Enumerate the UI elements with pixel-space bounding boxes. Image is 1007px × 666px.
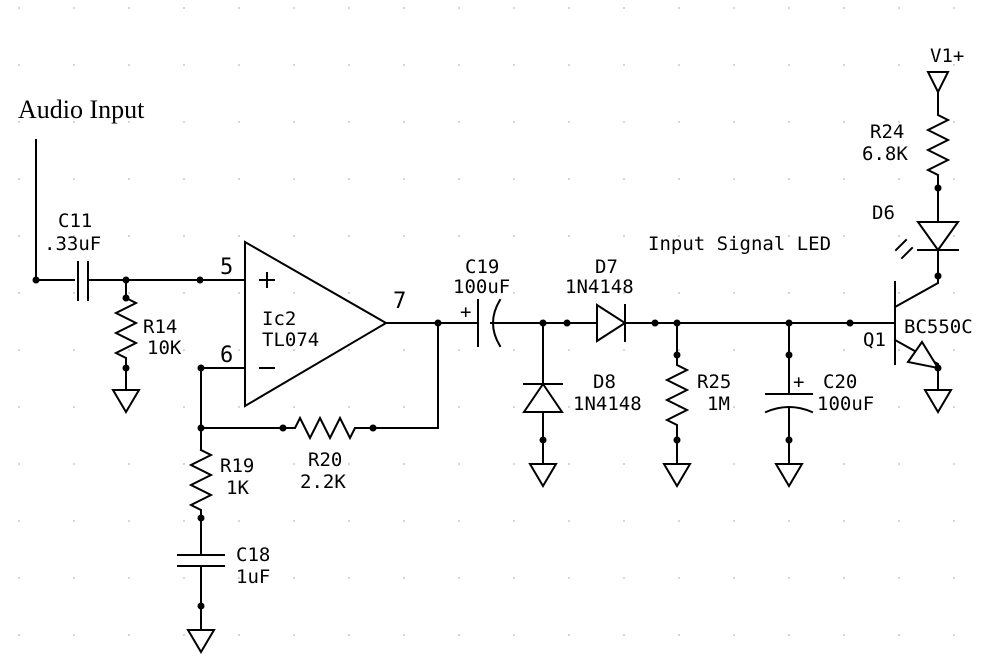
d7-ref-label: D7: [595, 256, 618, 278]
c19-ref-label: C19: [465, 256, 499, 278]
c20-polarity-mark: +: [793, 371, 804, 393]
r20-value-label: 2.2K: [300, 471, 346, 493]
supply-arrow-icon: [926, 71, 950, 101]
q1-ref-label: Q1: [863, 329, 886, 351]
resistor-r25: [664, 322, 690, 465]
inverting-input-wire: [197, 364, 246, 451]
ground-symbol-r14: [111, 389, 141, 414]
c20-ref-label: C20: [823, 371, 857, 393]
supply-label: V1+: [930, 45, 964, 67]
pin-7-label: 7: [393, 289, 406, 314]
r25-value-label: 1M: [707, 393, 730, 415]
ground-symbol-q1: [923, 389, 953, 414]
ground-symbol-r25: [662, 463, 692, 488]
grid-dots: [18, 7, 955, 636]
r25-ref-label: R25: [697, 371, 731, 393]
diode-d7: [596, 303, 854, 343]
led-d6: [916, 184, 960, 252]
audio-input-title: Audio Input: [18, 95, 145, 124]
output-wire: [369, 319, 479, 432]
c11-value-label: .33uF: [44, 233, 101, 255]
resistor-r19: [188, 448, 214, 556]
resistor-r24: [925, 99, 951, 189]
capacitor-c11: [77, 261, 246, 301]
capacitor-c19: [477, 298, 598, 348]
c19-value-label: 100uF: [453, 276, 510, 298]
d6-description-label: Input Signal LED: [648, 233, 831, 255]
r24-value-label: 6.8K: [862, 143, 908, 165]
ic2-part-label: TL074: [262, 329, 319, 351]
c18-ref-label: C18: [236, 544, 270, 566]
diode-d8: [522, 322, 564, 465]
ground-symbol-c18: [186, 629, 216, 654]
r20-ref-label: R20: [308, 449, 342, 471]
c20-value-label: 100uF: [817, 393, 874, 415]
c19-polarity-mark: +: [460, 301, 471, 323]
transistor-q1: [849, 249, 942, 391]
q1-part-label: BC550C: [904, 316, 973, 338]
capacitor-c20: [764, 322, 814, 465]
input-wire: [32, 139, 75, 284]
d8-value-label: 1N4148: [573, 393, 642, 415]
pin-6-label: 6: [220, 343, 233, 368]
resistor-r14: [113, 279, 139, 391]
c18-value-label: 1uF: [236, 566, 270, 588]
r19-value-label: 1K: [226, 477, 249, 499]
ground-symbol-d8: [528, 463, 558, 488]
r19-ref-label: R19: [220, 455, 254, 477]
pin-5-label: 5: [220, 255, 233, 280]
led-light-arrows-icon: [894, 238, 914, 260]
opamp-ic2: [244, 240, 388, 408]
d6-ref-label: D6: [872, 202, 895, 224]
d8-ref-label: D8: [593, 371, 616, 393]
r14-ref-label: R14: [143, 316, 177, 338]
ground-symbol-c20: [774, 463, 804, 488]
ic2-ref-label: Ic2: [262, 308, 296, 330]
capacitor-c18: [177, 554, 225, 631]
resistor-r20: [200, 415, 374, 441]
d7-value-label: 1N4148: [565, 276, 634, 298]
r14-value-label: 10K: [147, 337, 182, 359]
r24-ref-label: R24: [870, 121, 904, 143]
c11-ref-label: C11: [58, 210, 92, 232]
